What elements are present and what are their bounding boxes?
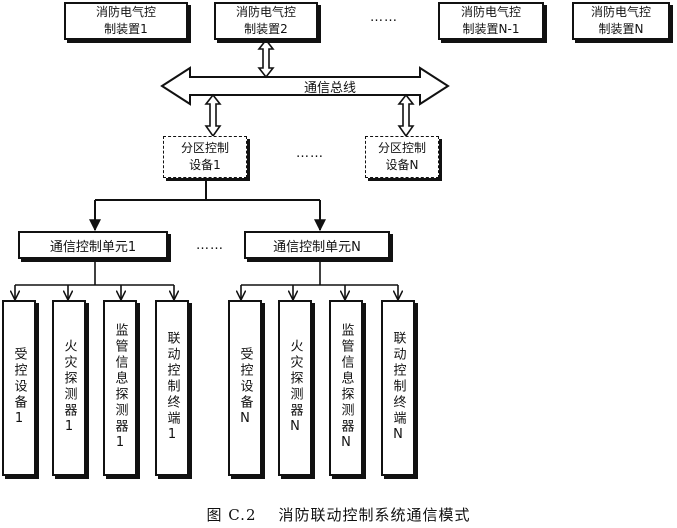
zone-device-1: 分区控制 设备1 [163, 136, 247, 178]
comm-control-unit-1: 通信控制单元1 [18, 231, 168, 259]
controller-1: 消防电气控 制装置1 [64, 2, 188, 40]
controller-n-minus-1: 消防电气控 制装置N-1 [438, 2, 544, 40]
zone-device-n-line2: 设备N [385, 158, 419, 172]
controller-n: 消防电气控 制装置N [572, 2, 670, 40]
fire-detector-n: 火灾探测器N [278, 300, 312, 476]
supervisory-detector-1-label: 监管信息探测器1 [112, 323, 128, 453]
linkage-terminal-n: 联动控制终端N [381, 300, 415, 476]
controllers-ellipsis: …… [370, 10, 398, 25]
zone-device-1-line1: 分区控制 [180, 141, 229, 155]
controlled-device-n-label: 受控设备N [237, 347, 253, 429]
fire-detector-1-label: 火灾探测器1 [61, 339, 77, 437]
controller-n-line1: 消防电气控 [590, 5, 651, 19]
controller-2-line1: 消防电气控 [235, 5, 296, 19]
unitN-to-devices-connector [241, 259, 398, 299]
zoneN-bus-link [397, 93, 415, 138]
zone-device-n-line1: 分区控制 [377, 141, 426, 155]
controlled-device-1: 受控设备1 [2, 300, 36, 476]
controlled-device-1-label: 受控设备1 [11, 347, 27, 429]
comm-control-unit-n-label: 通信控制单元N [273, 239, 361, 255]
units-ellipsis: …… [196, 238, 224, 253]
controller-1-line1: 消防电气控 [95, 5, 156, 19]
controller-2: 消防电气控 制装置2 [214, 2, 318, 40]
zones-ellipsis: …… [296, 146, 324, 161]
fire-detector-1: 火灾探测器1 [52, 300, 86, 476]
controller-n-minus-1-line2: 制装置N-1 [462, 22, 520, 36]
controller-1-line2: 制装置1 [104, 22, 148, 36]
zone1-bus-link [204, 93, 222, 138]
controller-n-line2: 制装置N [598, 22, 644, 36]
unit1-to-devices-connector [15, 259, 174, 299]
zone-device-1-line2: 设备1 [189, 158, 221, 172]
communication-bus-label: 通信总线 [303, 81, 356, 96]
linkage-terminal-n-label: 联动控制终端N [390, 331, 406, 445]
zone-device-n: 分区控制 设备N [365, 136, 439, 178]
figure-number: 图 C.2 [206, 506, 257, 524]
controller-n-minus-1-line1: 消防电气控 [460, 5, 521, 19]
figure-title: 消防联动控制系统通信模式 [278, 506, 471, 524]
linkage-terminal-1-label: 联动控制终端1 [164, 331, 180, 445]
supervisory-detector-n: 监管信息探测器N [329, 300, 363, 476]
controller2-bus-link [257, 38, 275, 79]
supervisory-detector-1: 监管信息探测器1 [103, 300, 137, 476]
comm-control-unit-n: 通信控制单元N [244, 231, 390, 259]
controlled-device-n: 受控设备N [228, 300, 262, 476]
communication-bus-arrow [160, 66, 450, 106]
zone1-to-units-connector [89, 178, 326, 232]
comm-control-unit-1-label: 通信控制单元1 [49, 239, 137, 255]
fire-detector-n-label: 火灾探测器N [287, 339, 303, 437]
figure-caption: 图 C.2 消防联动控制系统通信模式 [0, 504, 677, 525]
controller-2-line2: 制装置2 [244, 22, 288, 36]
linkage-terminal-1: 联动控制终端1 [155, 300, 189, 476]
supervisory-detector-n-label: 监管信息探测器N [338, 323, 354, 453]
